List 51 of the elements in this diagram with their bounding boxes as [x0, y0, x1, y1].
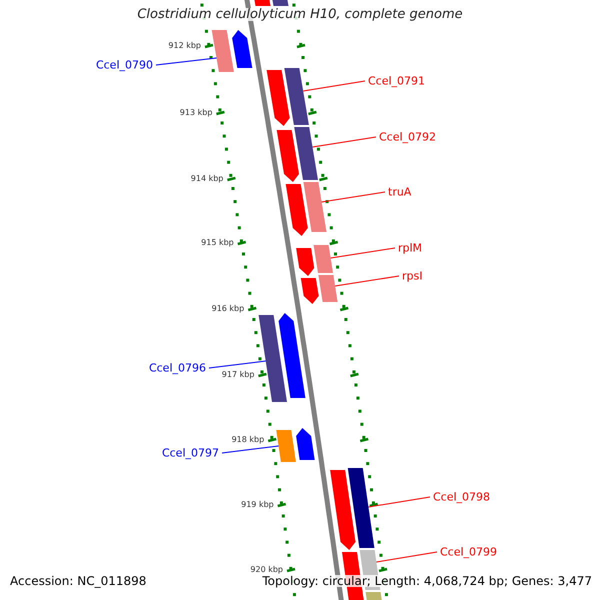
tick-label: 915 kbp: [201, 239, 234, 247]
tick-label: 914 kbp: [190, 175, 224, 183]
genome-info-text: Topology: circular; Length: 4,068,724 bp; Genes: 3,477: [260, 575, 594, 587]
gene-bar: [252, 0, 270, 6]
gene-label: Ccel_0791: [368, 76, 426, 86]
gene-bar: [294, 127, 318, 180]
gene-label: Ccel_0799: [440, 546, 498, 558]
tick-label: 913 kbp: [180, 109, 212, 117]
accession-text: Accession: NC_011898: [8, 575, 148, 587]
gene-label: rplM: [398, 242, 422, 254]
leader-line: [222, 446, 280, 454]
gene-bar: [276, 130, 299, 182]
gene-label: rpsI: [402, 270, 422, 282]
gene-bar: [276, 430, 296, 462]
leader-line: [208, 360, 266, 368]
leader-line: [156, 58, 217, 66]
gene-label: Ccel_0790: [96, 60, 153, 70]
gene-label: truA: [388, 186, 412, 198]
tick-label: 917 kbp: [222, 371, 254, 379]
gene-bar: [284, 68, 309, 125]
leader-line: [321, 192, 386, 202]
tick-label: 918 kbp: [232, 436, 264, 444]
leader-line: [302, 80, 366, 92]
gene-bar: [232, 30, 252, 68]
gene-bar: [300, 278, 319, 304]
leader-line: [376, 552, 438, 562]
tick-label: 916 kbp: [212, 305, 244, 313]
gene-label: Ccel_0792: [379, 132, 436, 142]
leader-line: [330, 248, 396, 258]
gene-bar: [286, 184, 308, 236]
gene-bar: [212, 30, 234, 72]
gene-bar: [296, 248, 314, 276]
tick-label: 919 kbp: [241, 501, 274, 509]
gene-bar: [330, 470, 356, 550]
gene-bar: [348, 468, 374, 548]
leader-line: [368, 496, 430, 508]
gene-bar: [278, 313, 306, 398]
gene-label: Ccel_0797: [162, 448, 219, 458]
gene-label: Ccel_0796: [148, 362, 206, 374]
tick-label: 912 kbp: [168, 42, 201, 50]
gene-bar: [314, 245, 333, 273]
gene-bar: [366, 592, 384, 600]
gene-bar: [318, 275, 338, 302]
gene-bar: [296, 428, 315, 460]
gene-label: Ccel_0798: [433, 492, 490, 502]
gene-bar: [270, 0, 288, 6]
gene-bar: [258, 315, 287, 402]
gene-bar: [303, 182, 326, 232]
tick-label: 920 kbp: [250, 566, 284, 574]
leader-line: [334, 276, 400, 286]
gene-bar: [266, 70, 290, 126]
